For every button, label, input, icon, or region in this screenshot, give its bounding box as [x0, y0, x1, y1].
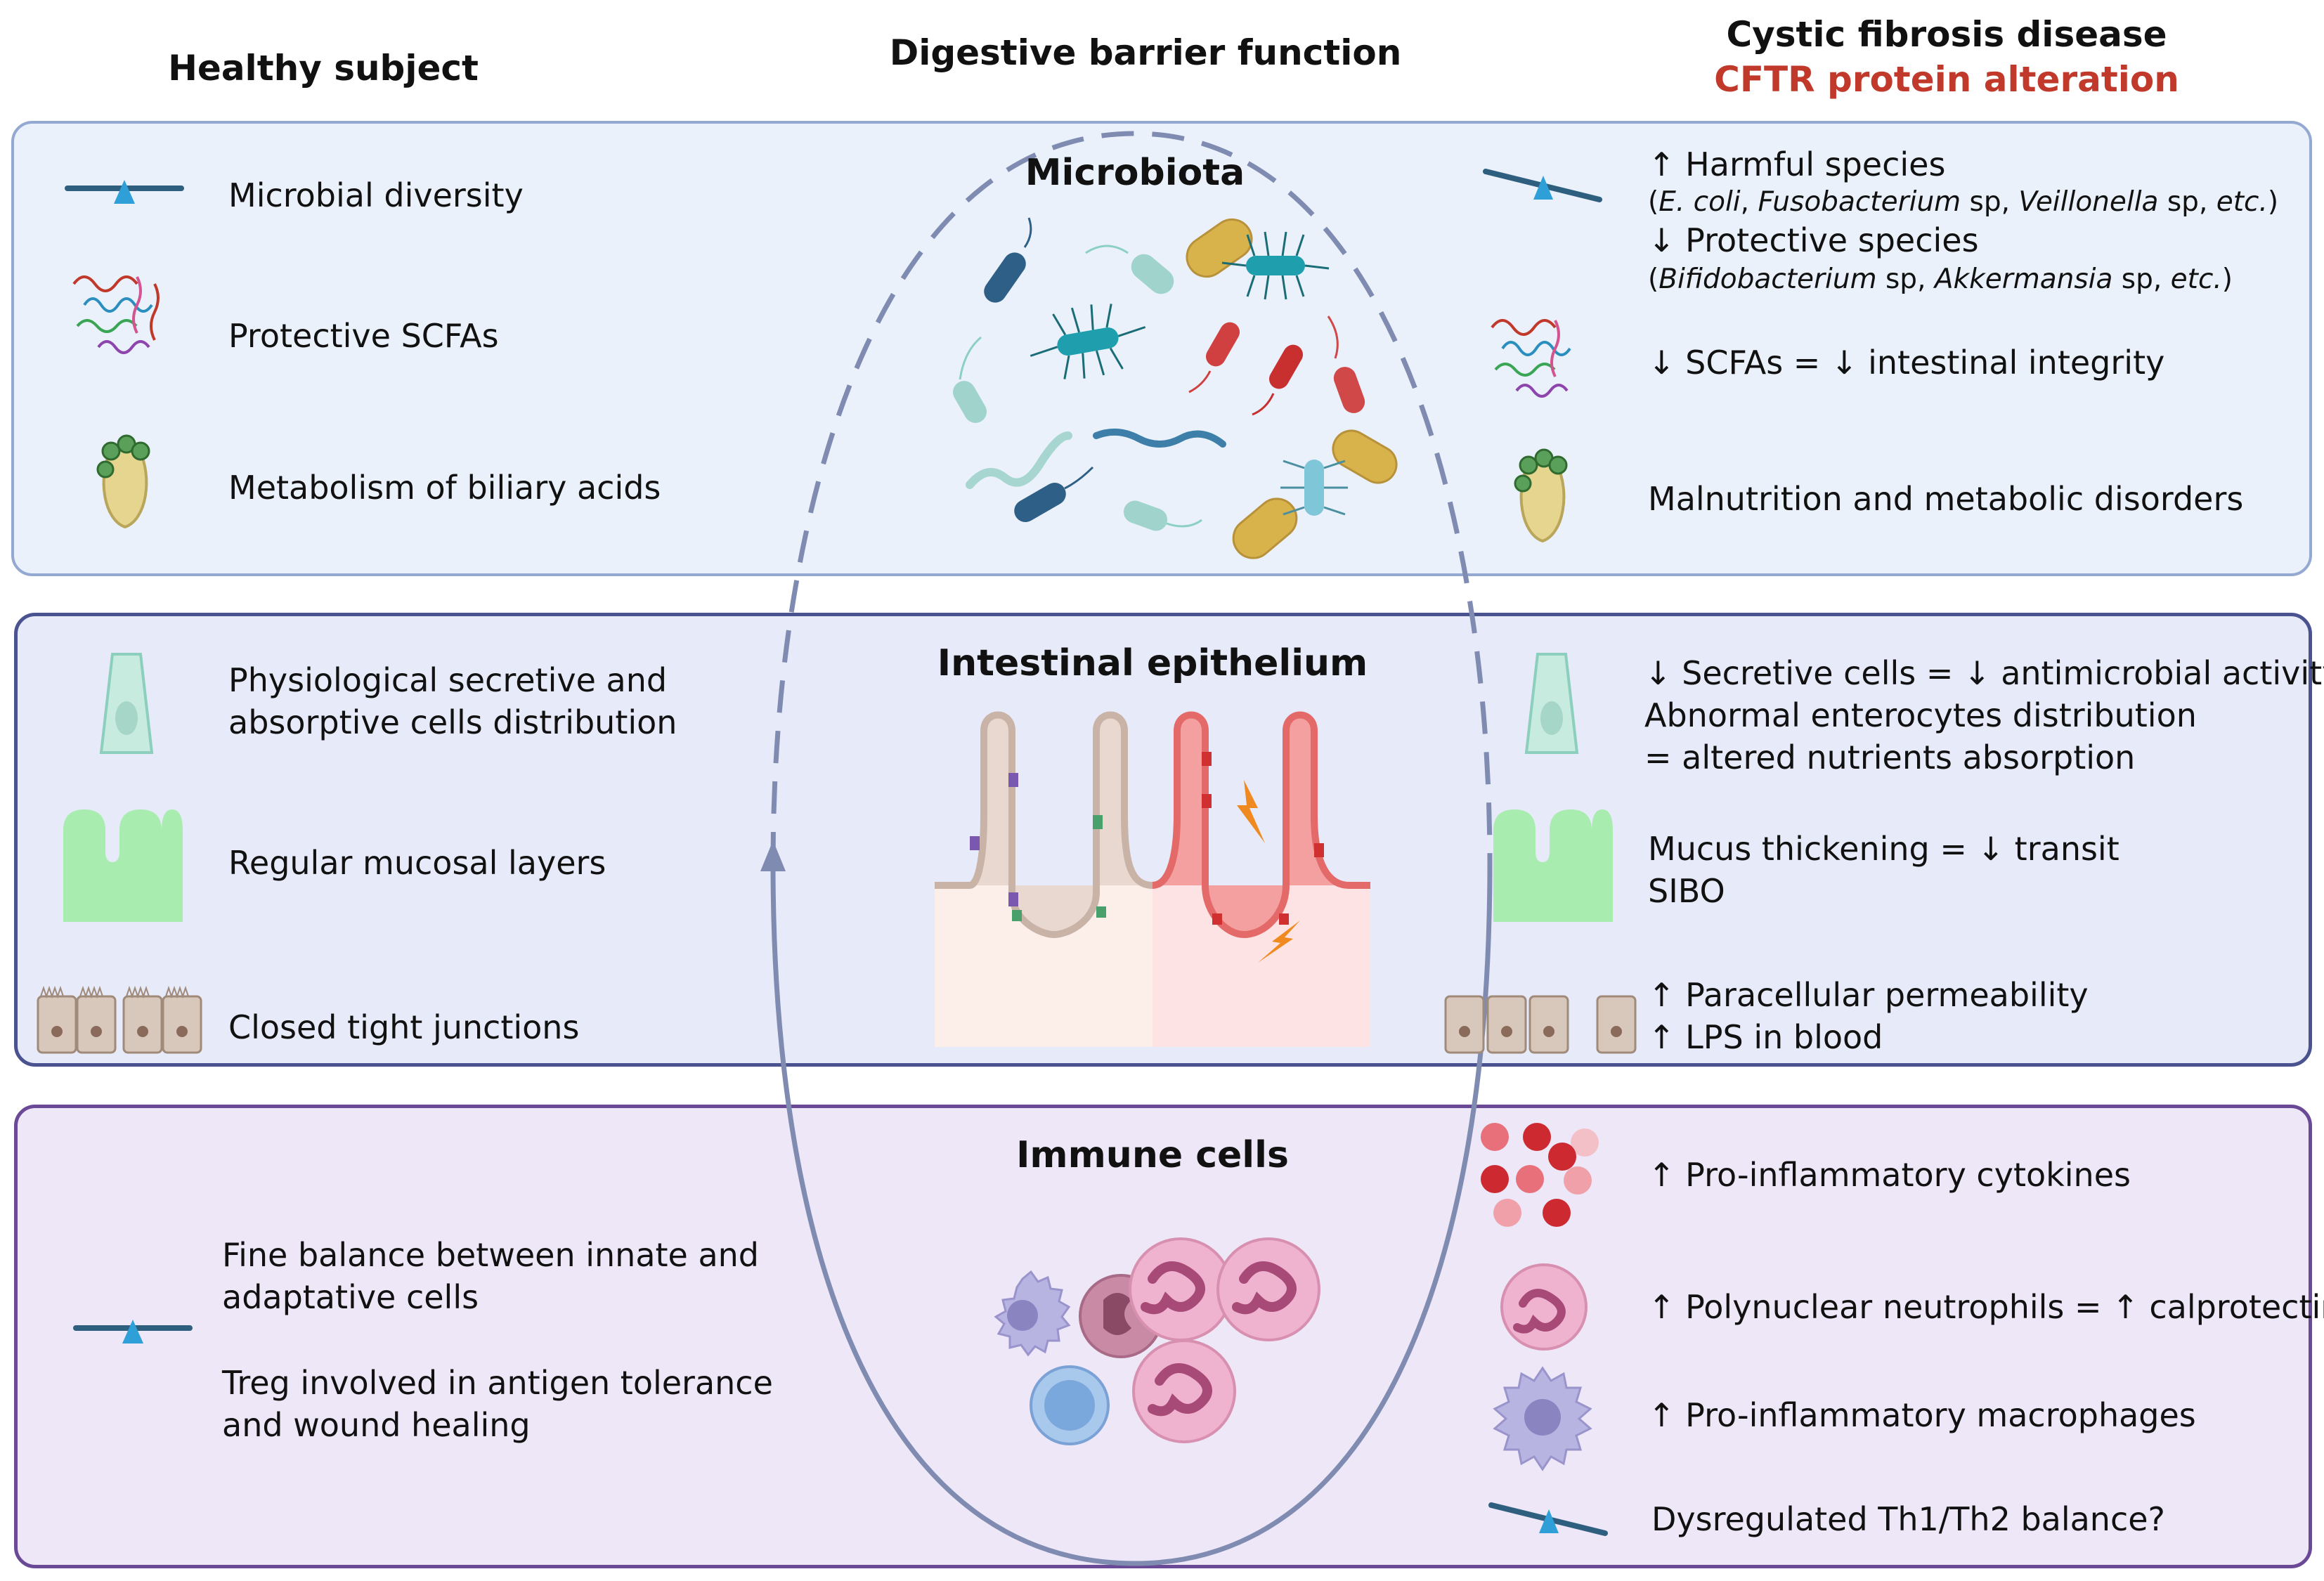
malnutrition-text: Malnutrition and metabolic disorders: [1648, 480, 2244, 518]
secretive-cells-line1: Physiological secretive and: [228, 661, 668, 699]
enterocytes-line2: = altered nutrients absorption: [1644, 739, 2136, 776]
th-balance-text: Dysregulated Th1/Th2 balance?: [1651, 1500, 2165, 1538]
scfa-squiggles-icon: [72, 275, 160, 354]
microbiota-title: Microbiota: [1025, 152, 1245, 194]
balance-icon: [65, 180, 184, 204]
mucosa-icon: [63, 809, 183, 922]
lps-text: ↑ LPS in blood: [1648, 1018, 1883, 1056]
tilted-balance-icon: [1483, 169, 1602, 202]
secretive-cells-cf-text: ↓ Secretive cells = ↓ antimicrobial acti…: [1644, 654, 2324, 692]
scfa-squiggles-icon: [1491, 319, 1571, 398]
biliary-acids-text: Metabolism of biliary acids: [228, 469, 661, 507]
villi-illustration: [935, 711, 1370, 1047]
balance-innate-line2: adaptative cells: [222, 1278, 479, 1316]
secretive-cell-icon: [99, 653, 154, 754]
mucosa-icon: [1493, 809, 1613, 922]
microbiota-panel: [11, 121, 2312, 576]
treg-line2: and wound healing: [222, 1406, 531, 1444]
protective-scfas-text: Protective SCFAs: [228, 317, 499, 355]
cytokine-dots-icon: [1481, 1123, 1599, 1227]
paracellular-text: ↑ Paracellular permeability: [1648, 976, 2089, 1014]
harmful-species-text: ↑ Harmful species: [1648, 145, 1946, 183]
treg-line1: Treg involved in antigen tolerance: [222, 1364, 773, 1402]
protective-species-examples: (Bifidobacterium sp, Akkermansia sp, etc…: [1648, 264, 2233, 295]
epithelium-title: Intestinal epithelium: [937, 642, 1368, 684]
ellipse-arrow-icon: [760, 840, 786, 871]
secretive-cells-line2: absorptive cells distribution: [228, 703, 677, 741]
balance-innate-line1: Fine balance between innate and: [222, 1236, 760, 1274]
balance-icon: [73, 1320, 193, 1343]
mucus-thickening-text: Mucus thickening = ↓ transit: [1648, 830, 2119, 868]
cystic-fibrosis-header: Cystic fibrosis disease: [1726, 14, 2167, 55]
healthy-subject-header: Healthy subject: [168, 48, 479, 89]
neutrophil-icon: [1500, 1263, 1588, 1351]
tight-junctions-text: Closed tight junctions: [228, 1008, 580, 1046]
neutrophils-text: ↑ Polynuclear neutrophils = ↑ calprotect…: [1648, 1288, 2324, 1326]
macrophages-text: ↑ Pro-inflammatory macrophages: [1648, 1396, 2196, 1434]
immune-panel: [14, 1105, 2312, 1568]
damage-bolt-icon: [1237, 780, 1265, 843]
bile-acid-icon: [1514, 448, 1568, 543]
immune-title: Immune cells: [1016, 1134, 1289, 1176]
tight-junction-icon: [1444, 995, 1637, 1054]
digestive-barrier-header: Digestive barrier function: [889, 32, 1402, 73]
tilted-balance-icon: [1488, 1502, 1608, 1536]
scfas-integrity-text: ↓ SCFAs = ↓ intestinal integrity: [1648, 344, 2165, 382]
cftr-alteration-header: CFTR protein alteration: [1714, 59, 2179, 100]
bile-acid-icon: [96, 434, 150, 529]
mucosal-layers-text: Regular mucosal layers: [228, 844, 606, 882]
macrophage-icon: [1493, 1366, 1592, 1471]
cytokines-text: ↑ Pro-inflammatory cytokines: [1648, 1156, 2131, 1194]
tight-junction-icon: [37, 985, 202, 1054]
microbial-diversity-text: Microbial diversity: [228, 176, 524, 214]
enterocytes-line1: Abnormal enterocytes distribution: [1644, 696, 2197, 734]
damage-bolt-icon: [1258, 920, 1300, 963]
macrophage-icon: [994, 1270, 1071, 1357]
secretive-cell-icon: [1524, 653, 1579, 754]
harmful-species-examples: (E. coli, Fusobacterium sp, Veillonella …: [1648, 186, 2279, 218]
protective-species-text: ↓ Protective species: [1648, 221, 1979, 259]
sibo-text: SIBO: [1648, 872, 1725, 910]
